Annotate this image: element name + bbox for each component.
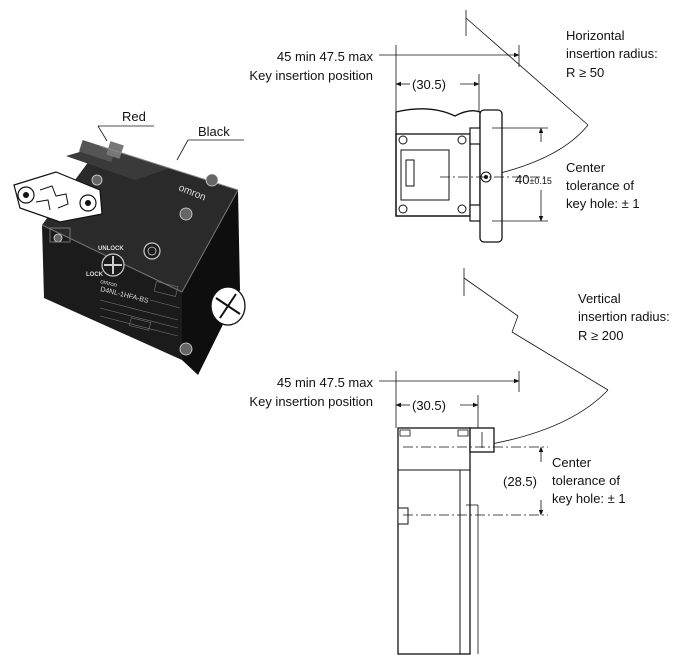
brand-small-text: omron <box>100 279 118 289</box>
top-center-tol-line3: key hole: ± 1 <box>566 196 640 211</box>
side-key-position-line1: 45 min 47.5 max <box>277 375 374 390</box>
screw-icon <box>205 173 219 187</box>
top-view-drawing <box>379 10 589 243</box>
top-key-position-line2: Key insertion position <box>249 68 373 83</box>
top-radius-line3: R ≥ 50 <box>566 65 604 80</box>
side-center-tol-line1: Center <box>552 455 592 470</box>
side-dim-height: (28.5) <box>503 474 537 489</box>
side-radius-line2: insertion radius: <box>578 309 670 324</box>
top-key-position-line1: 45 min 47.5 max <box>277 49 374 64</box>
lock-unlock-dial-icon <box>101 253 125 277</box>
screw-icon <box>53 233 63 243</box>
unlock-text: UNLOCK <box>98 246 124 252</box>
top-center-tol-line1: Center <box>566 160 606 175</box>
side-radius-line3: R ≥ 200 <box>578 328 623 343</box>
top-radius-line1: Horizontal <box>566 28 625 43</box>
callout-red: Red <box>122 109 146 124</box>
side-center-tol-line2: tolerance of <box>552 473 620 488</box>
side-dim-offset: (30.5) <box>412 398 446 413</box>
side-view-drawing <box>379 268 609 655</box>
lock-text: LOCK <box>86 272 104 278</box>
conduit-cap-icon <box>210 286 246 326</box>
screw-icon <box>179 207 193 221</box>
actuator-head <box>13 171 103 223</box>
side-center-tol-line3: key hole: ± 1 <box>552 491 626 506</box>
side-radius-line1: Vertical <box>578 291 621 306</box>
top-dim-offset: (30.5) <box>412 77 446 92</box>
screw-icon <box>91 174 103 186</box>
top-dim-height: 40±0.15 <box>515 172 552 187</box>
indicator-icon <box>143 242 161 260</box>
top-radius-line2: insertion radius: <box>566 46 658 61</box>
callout-black: Black <box>198 124 230 139</box>
switch-photo: UNLOCK LOCK omron omron D4NL-1HFA-BS <box>13 125 246 375</box>
screw-icon <box>179 342 193 356</box>
top-center-tol-line2: tolerance of <box>566 178 634 193</box>
side-key-position-line2: Key insertion position <box>249 394 373 409</box>
